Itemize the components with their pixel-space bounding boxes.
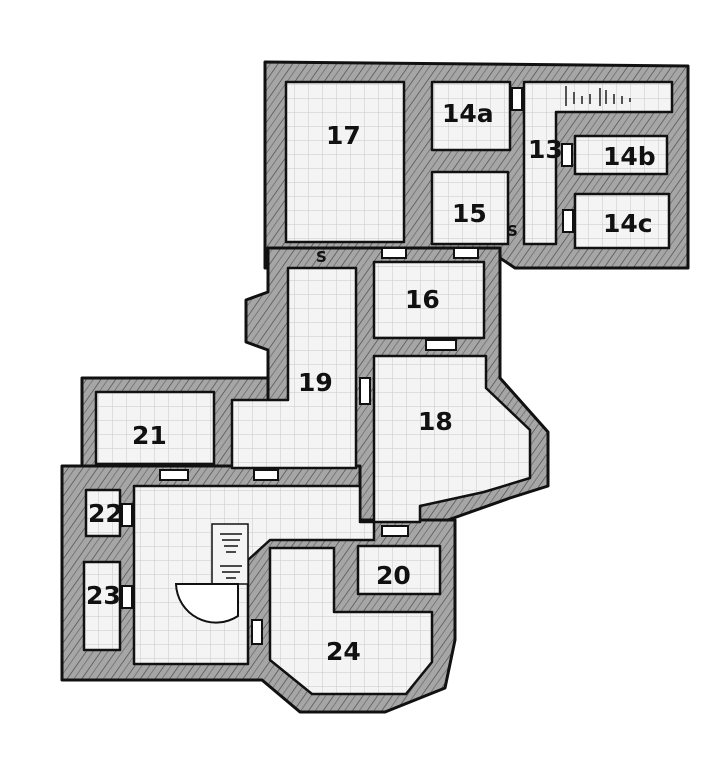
room-label-23: 23 bbox=[86, 581, 121, 610]
door-16-18[interactable] bbox=[425, 339, 457, 351]
door-23[interactable] bbox=[121, 585, 133, 609]
floor-room-22 bbox=[84, 488, 122, 538]
room-label-19: 19 bbox=[298, 368, 333, 397]
floor-room-20 bbox=[356, 544, 442, 596]
door-24[interactable] bbox=[251, 619, 263, 645]
spiral-stair-icon bbox=[174, 583, 239, 624]
door-19-south[interactable] bbox=[253, 469, 279, 481]
door-20[interactable] bbox=[381, 525, 409, 537]
floor-room-24 bbox=[268, 546, 434, 696]
room-label-17: 17 bbox=[326, 121, 361, 150]
door-13-14c[interactable] bbox=[562, 209, 574, 233]
door-21-south[interactable] bbox=[159, 469, 189, 481]
room-label-18: 18 bbox=[418, 407, 453, 436]
floor-room-23 bbox=[82, 560, 122, 652]
floor-room-16 bbox=[372, 260, 486, 340]
rubble-icon bbox=[565, 86, 631, 106]
door-13-14b[interactable] bbox=[561, 143, 573, 167]
room-label-20: 20 bbox=[376, 561, 411, 590]
door-22[interactable] bbox=[121, 503, 133, 527]
floor-room-14b bbox=[573, 134, 669, 176]
floors bbox=[82, 80, 674, 696]
doors bbox=[121, 87, 574, 645]
floor-room-14c bbox=[573, 192, 671, 250]
floor-room-13 bbox=[522, 80, 674, 246]
staircase-icon bbox=[211, 523, 249, 585]
secret-door-marker: S bbox=[316, 248, 327, 266]
floor-room-19 bbox=[230, 266, 358, 470]
room-label-13: 13 bbox=[528, 135, 563, 164]
room-label-21: 21 bbox=[132, 421, 167, 450]
secret-door-marker: S bbox=[507, 222, 518, 240]
door-13-14a[interactable] bbox=[511, 87, 523, 111]
floor-room-14a bbox=[430, 80, 512, 152]
room-label-24: 24 bbox=[326, 637, 361, 666]
room-label-22: 22 bbox=[88, 499, 123, 528]
room-label-14c: 14c bbox=[603, 209, 653, 238]
room-label-14b: 14b bbox=[603, 142, 656, 171]
door-19-18[interactable] bbox=[359, 377, 371, 405]
floor-room-21 bbox=[94, 390, 216, 466]
door-15-16[interactable] bbox=[453, 247, 479, 259]
floor-room-17 bbox=[284, 80, 406, 244]
room-label-14a: 14a bbox=[442, 99, 494, 128]
floor-room-15 bbox=[430, 170, 510, 246]
room-label-15: 15 bbox=[452, 199, 487, 228]
room-label-16: 16 bbox=[405, 285, 440, 314]
door-17-16[interactable] bbox=[381, 247, 407, 259]
